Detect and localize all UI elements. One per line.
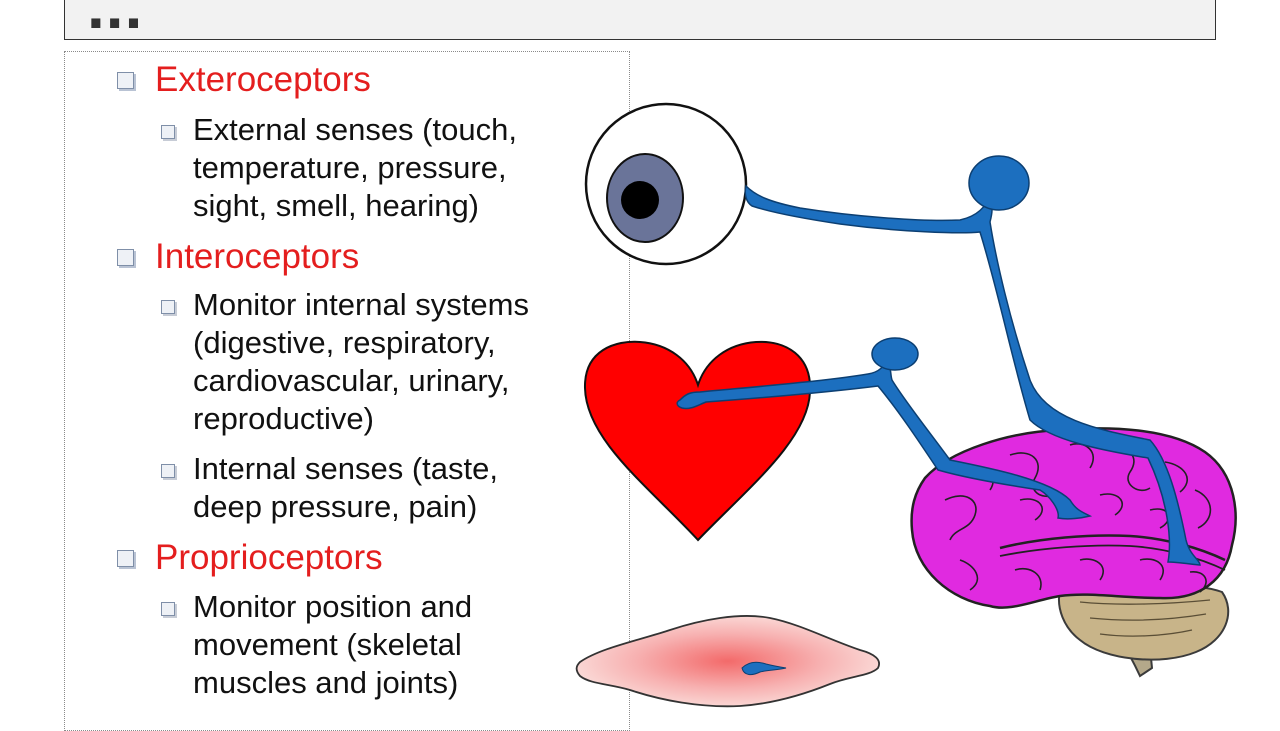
- square-bullet-icon: [161, 300, 175, 314]
- bullet-text-box: Exteroceptors External senses (touch, te…: [64, 51, 630, 731]
- slide-title-bar: ...: [64, 0, 1216, 40]
- bullet-heading-interoceptors: Interoceptors: [117, 238, 359, 276]
- slide-title: ...: [87, 0, 144, 40]
- bullet-heading-exteroceptors: Exteroceptors: [117, 61, 371, 99]
- square-bullet-icon: [117, 249, 134, 266]
- square-bullet-icon: [161, 602, 175, 616]
- neuron-icon: [676, 155, 1201, 676]
- square-bullet-icon: [161, 125, 175, 139]
- muscle-icon: [575, 615, 880, 708]
- sub-bullet: Monitor internal systems (digestive, res…: [161, 286, 529, 438]
- eye-icon: [584, 102, 748, 266]
- sub-bullet: External senses (touch, temperature, pre…: [161, 111, 517, 225]
- square-bullet-icon: [117, 550, 134, 567]
- sub-bullet: Internal senses (taste, deep pressure, p…: [161, 450, 498, 526]
- sub-bullet: Monitor position and movement (skeletal …: [161, 588, 472, 702]
- square-bullet-icon: [117, 72, 134, 89]
- bullet-heading-proprioceptors: Proprioceptors: [117, 539, 383, 577]
- heart-icon: [583, 340, 812, 542]
- square-bullet-icon: [161, 464, 175, 478]
